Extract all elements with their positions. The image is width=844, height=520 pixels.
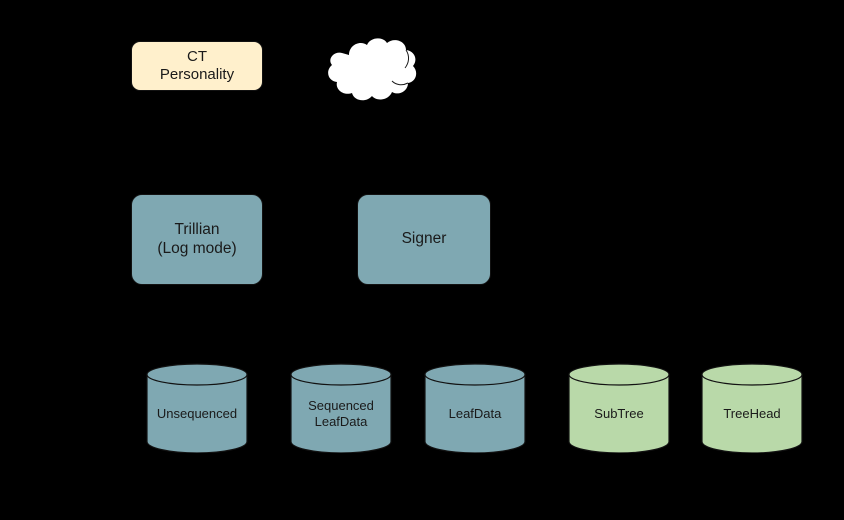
- node-trillian[interactable]: Trillian (Log mode): [131, 194, 263, 285]
- cylinder-icon: [424, 363, 526, 453]
- cylinder-icon: [290, 363, 392, 453]
- cylinder-icon: [701, 363, 803, 453]
- node-trillian-label: Trillian (Log mode): [157, 221, 237, 257]
- node-ct-personality-label: CT Personality: [159, 48, 235, 83]
- datastore-unsequenced[interactable]: Unsequenced: [146, 363, 248, 453]
- cylinder-icon: [146, 363, 248, 453]
- node-signer[interactable]: Signer: [357, 194, 491, 285]
- datastore-leafdata[interactable]: LeafData: [424, 363, 526, 453]
- cylinder-icon: [568, 363, 670, 453]
- node-ct-personality[interactable]: CT Personality: [131, 41, 263, 91]
- datastore-sequenced-leafdata[interactable]: Sequenced LeafData: [290, 363, 392, 453]
- datastore-treehead[interactable]: TreeHead: [701, 363, 803, 453]
- datastore-subtree[interactable]: SubTree: [568, 363, 670, 453]
- node-signer-label: Signer: [401, 230, 447, 248]
- cloud-icon[interactable]: [322, 34, 422, 106]
